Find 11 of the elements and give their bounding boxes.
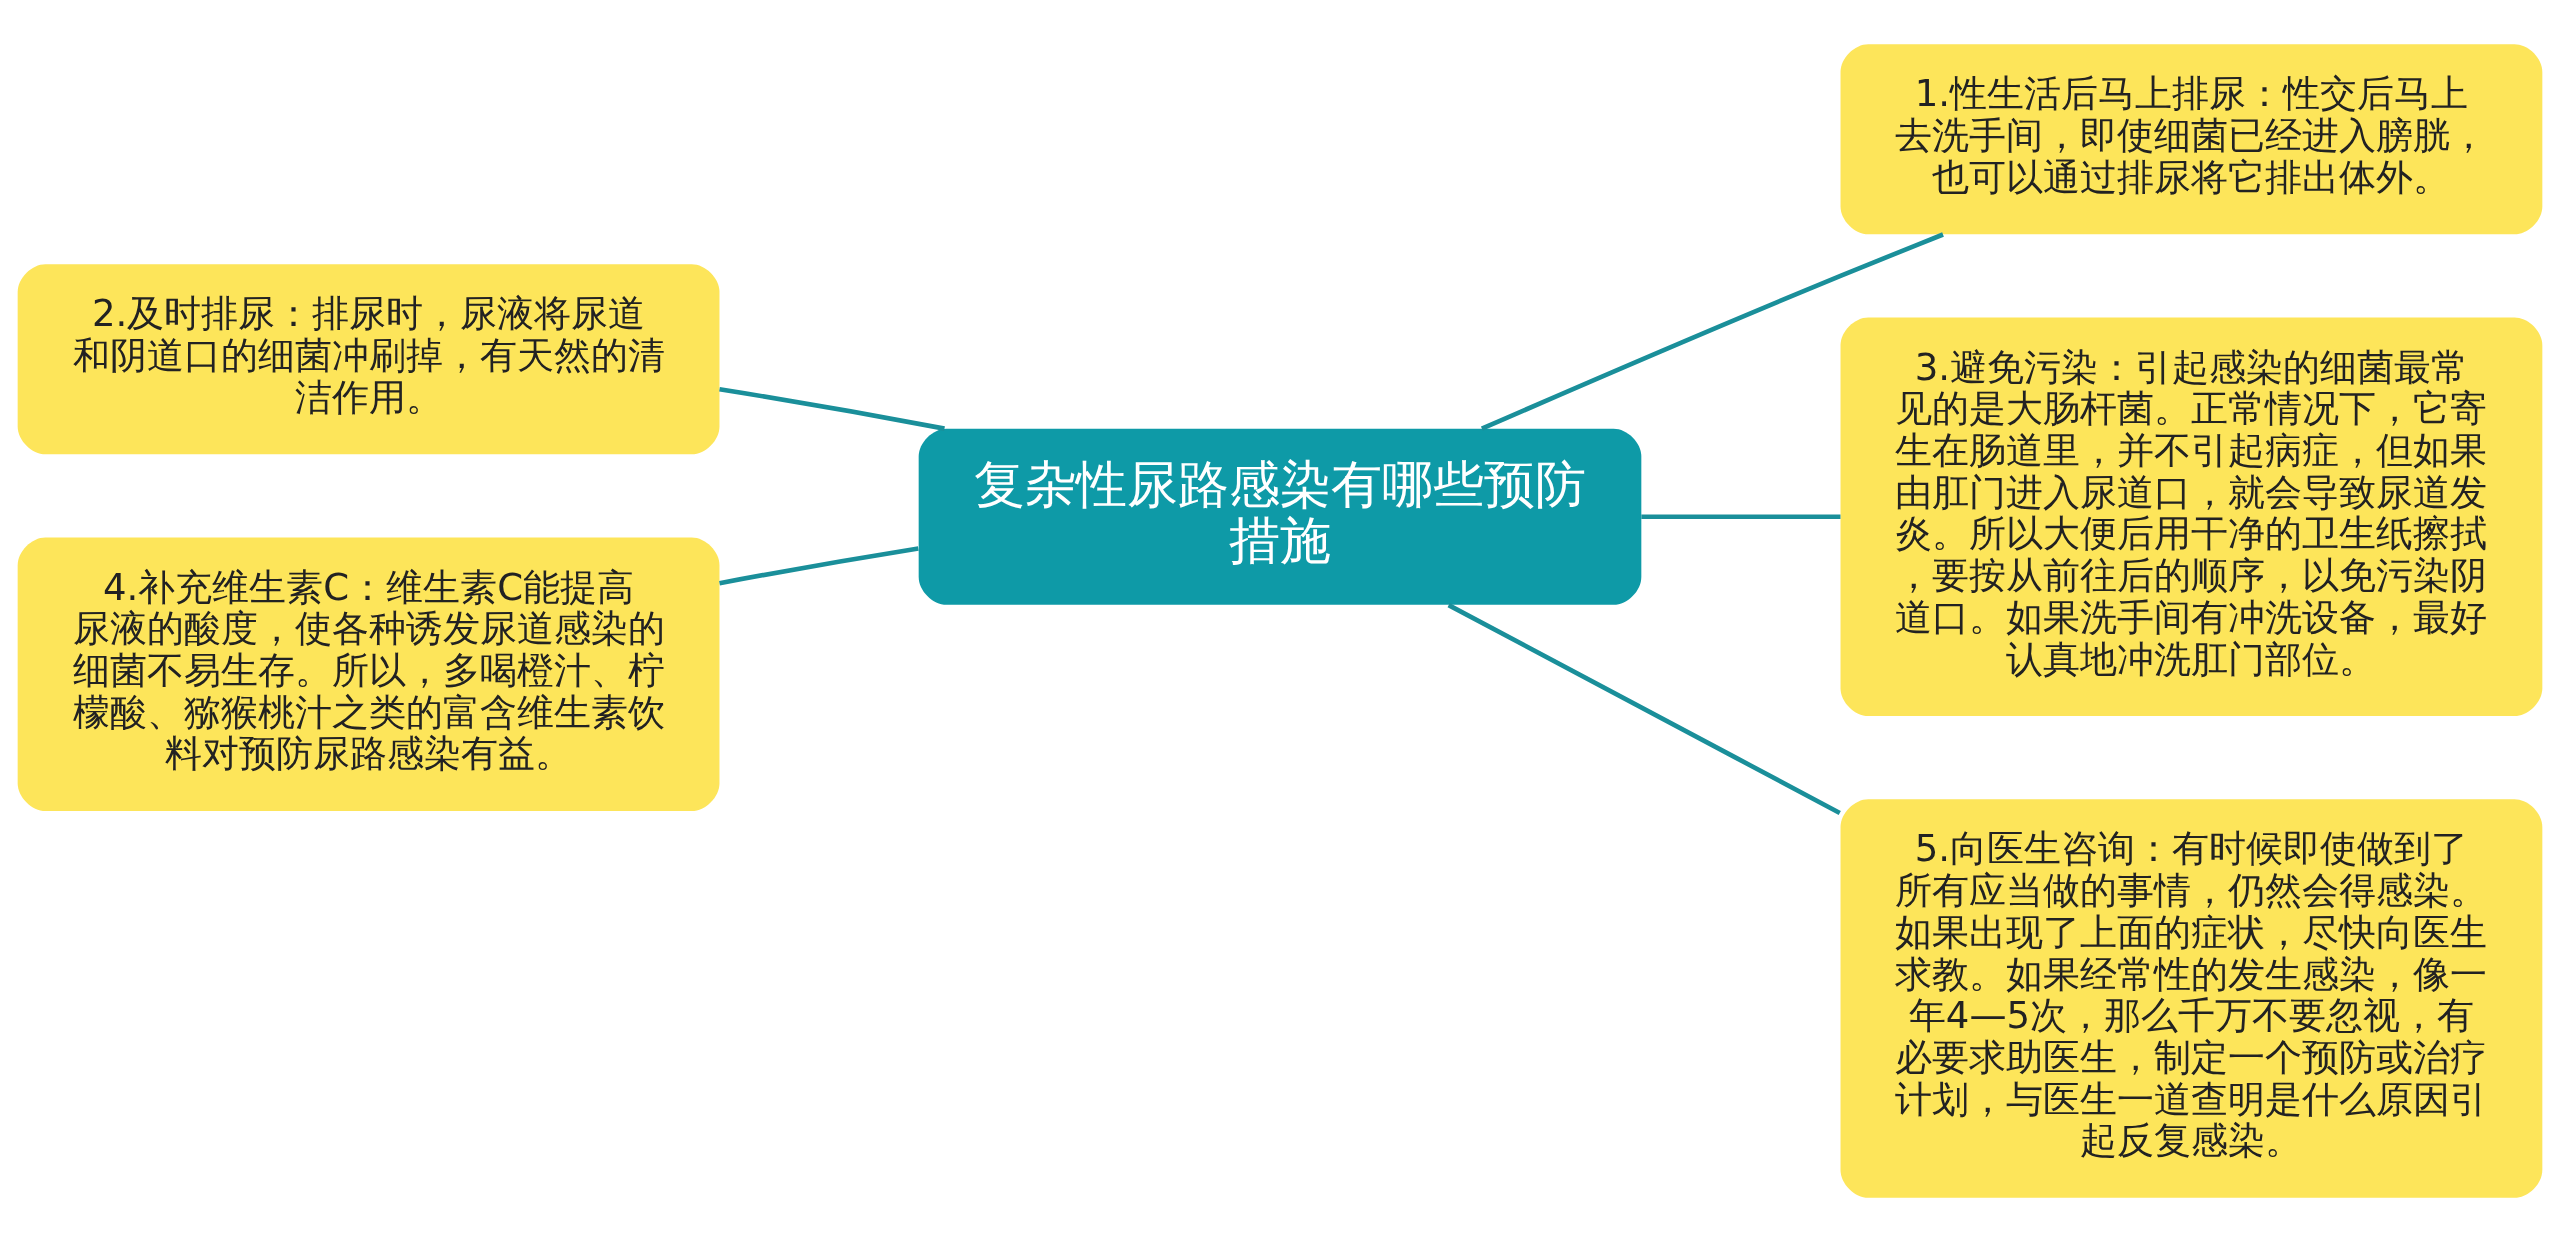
node-box: 5.向医生咨询：有时候即使做到了所有应当做的事情，仍然会得感染。如果出现了上面的症状，尽快向医生求教。如果经常性的发生感染，像一年4—5次，那么千万不要忽视，有必要求助医生，制定一个预防或治疗计划，与医生一道查明是什么原因引起反复感染。: [1840, 799, 2543, 1198]
node-box: 2.及时排尿：排尿时，尿液将尿道和阴道口的细菌冲刷掉，有天然的清洁作用。: [17, 264, 720, 455]
connector: [719, 546, 919, 586]
node-box: 4.补充维生素C：维生素C能提高尿液的酸度，使各种诱发尿道感染的细菌不易生存。所以，多喝橙汁、柠檬酸、猕猴桃汁之类的富含维生素饮料对预防尿路感染有益。: [17, 537, 720, 811]
connector: [719, 387, 945, 431]
connector: [1641, 514, 1841, 520]
connector: [1447, 603, 1841, 815]
connector: [1480, 232, 1944, 431]
node-box: 1.性生活后马上排尿：性交后马上去洗手间，即使细菌已经进入膀胱，也可以通过排尿将它排出体外。: [1840, 44, 2543, 235]
node-box: 复杂性尿路感染有哪些预防措施: [918, 428, 1642, 605]
node-box: 3.避免污染：引起感染的细菌最常见的是大肠杆菌。正常情况下，它寄生在肠道里，并不引起病症，但如果由肛门进入尿道口，就会导致尿道发炎。所以大便后用干净的卫生纸擦拭，要按从前往后的顺序，以免污染阴道口。如果洗手间有冲洗设备，最好认真地冲洗肛门部位。: [1840, 317, 2543, 716]
